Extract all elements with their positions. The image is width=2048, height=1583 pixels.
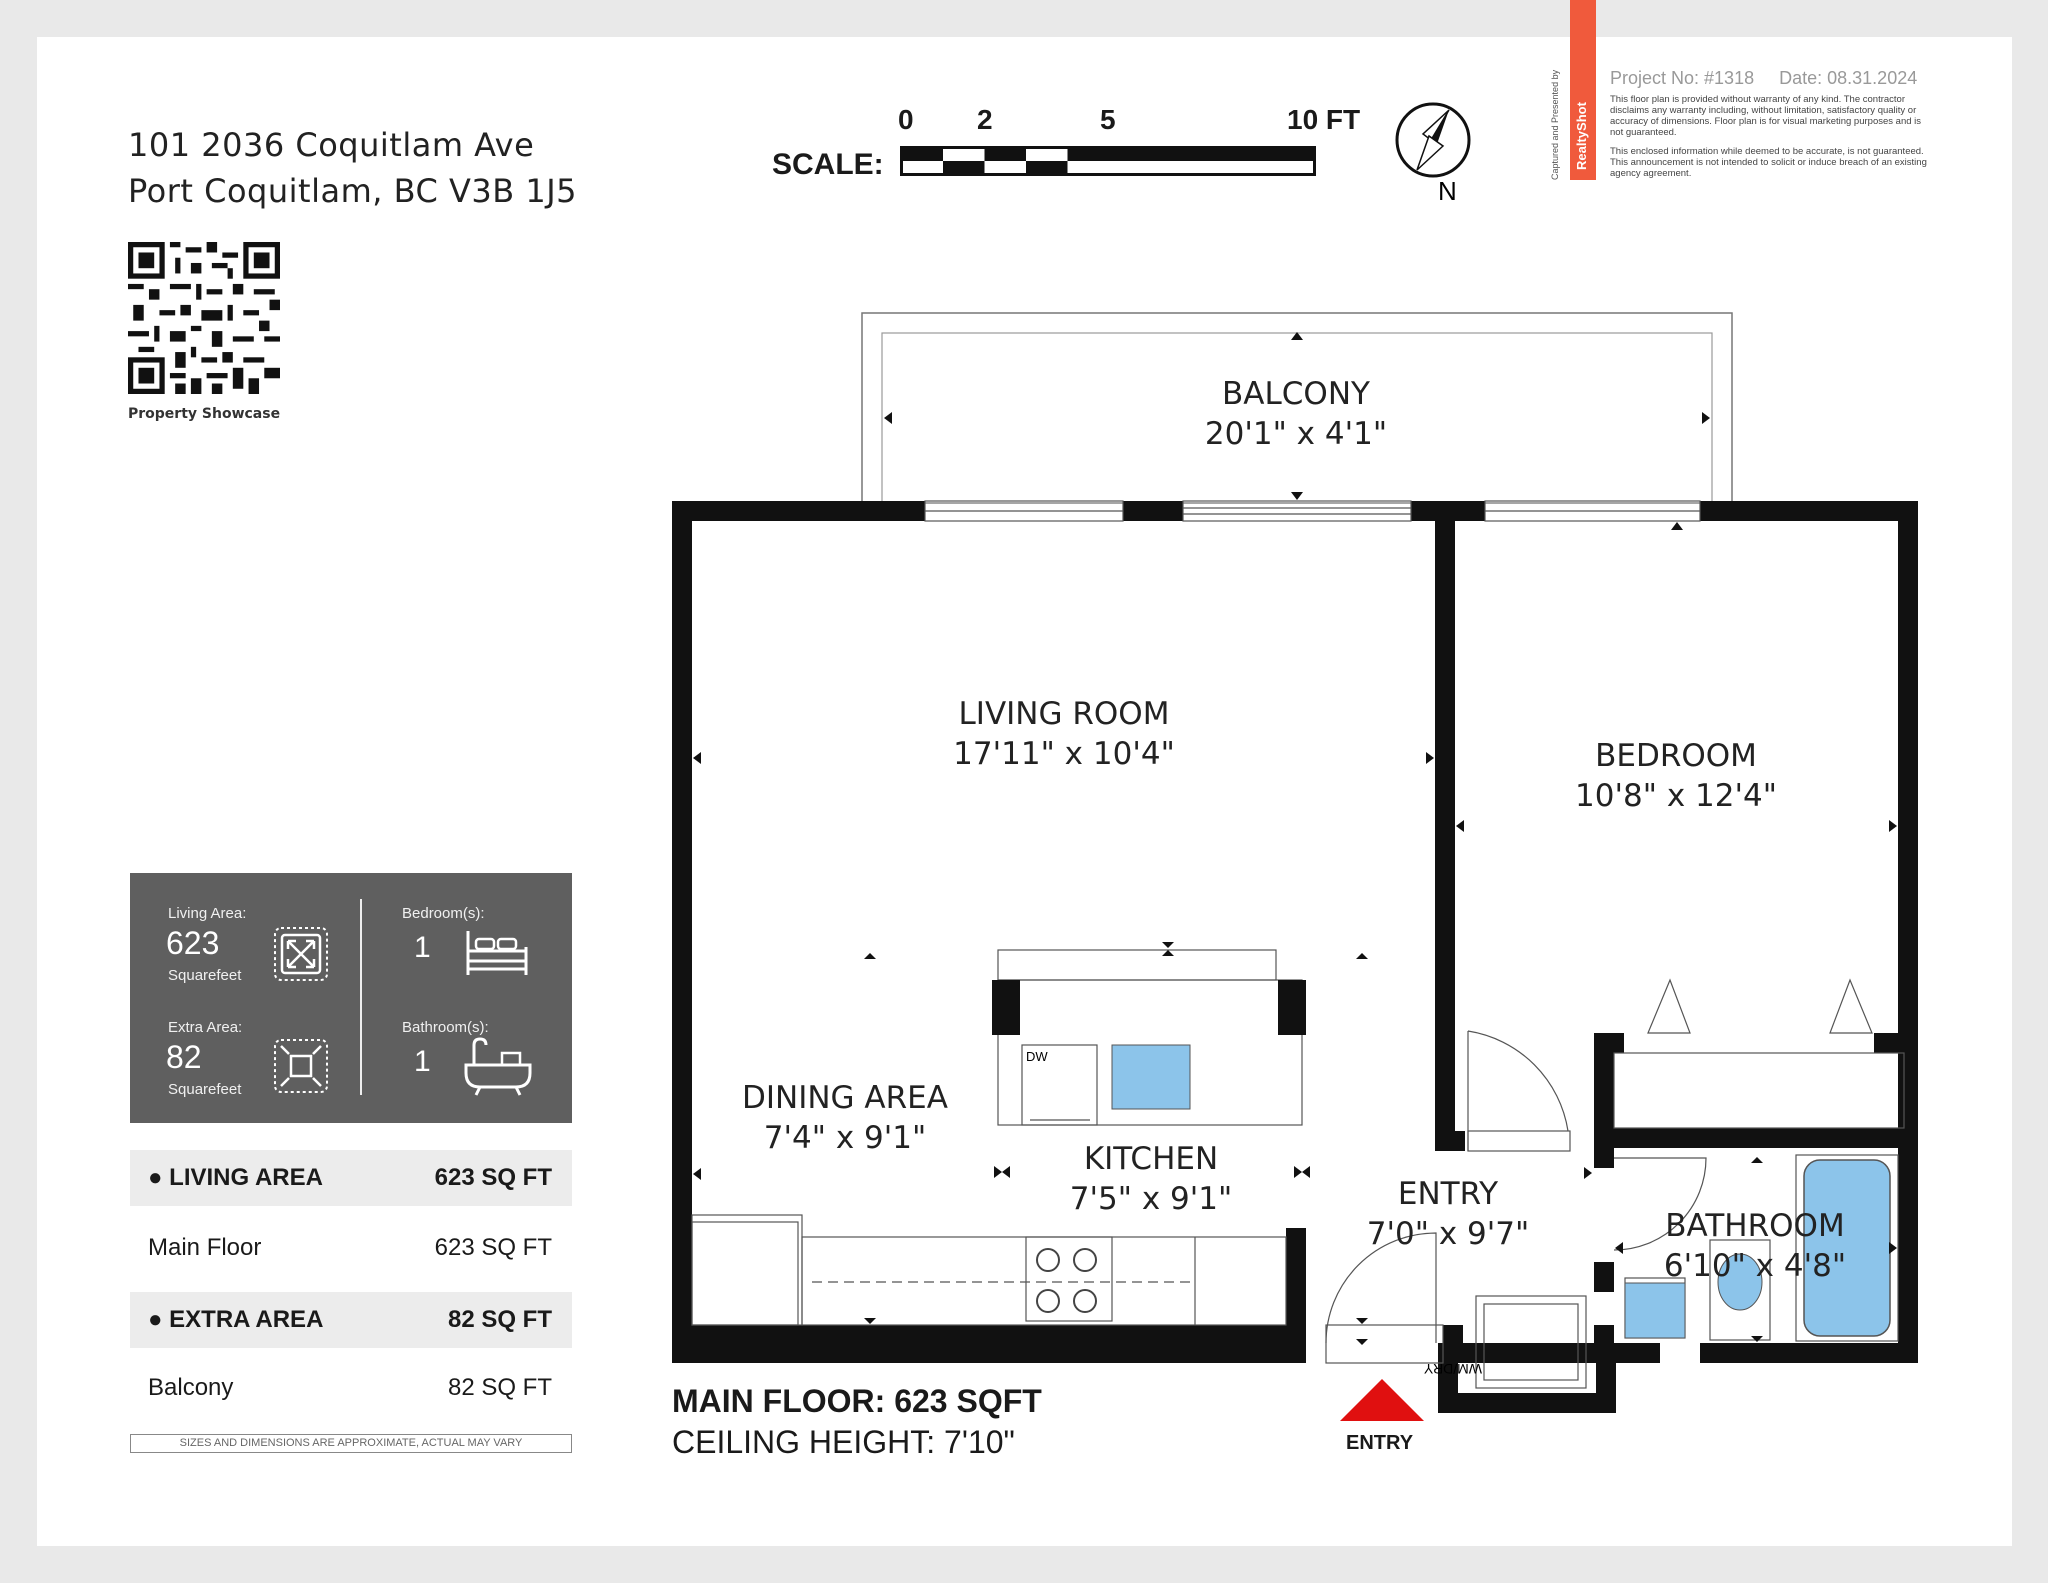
dishwasher-label: DW [1026,1049,1048,1064]
project-info: Project No: #1318 Date: 08.31.2024 [1610,68,1917,89]
qr-caption: Property Showcase [128,406,281,422]
ceiling-height: CEILING HEIGHT: 7'10" [672,1424,1015,1460]
room-dimensions: 6'10" x 4'8" [1663,1248,1847,1284]
room-name: DINING AREA [742,1080,948,1116]
bedrooms-label: Bedroom(s): [402,905,485,922]
scale-label: SCALE: [772,148,884,181]
scale-tick-0: 0 [898,104,914,135]
room-bedroom: BEDROOM 10'8" x 12'4" [1575,736,1777,816]
area-label: ● EXTRA AREA [148,1306,324,1333]
bathrooms-label: Bathroom(s): [402,1019,489,1036]
entry-label: ENTRY [1346,1432,1414,1454]
room-name: ENTRY [1397,1176,1499,1212]
scale-bar [900,146,1316,176]
extra-area-label: Extra Area: [168,1019,243,1036]
room-name: LIVING ROOM [958,696,1170,732]
address-line-1: 101 2036 Coquitlam Ave [128,126,535,164]
area-row-living-header: ● LIVING AREA 623 SQ FT [130,1150,572,1206]
room-name: BALCONY [1222,376,1370,412]
room-dimensions: 17'11" x 10'4" [953,736,1175,772]
bedrooms-value: 1 [414,931,431,964]
room-kitchen: KITCHEN 7'5" x 9'1" [1070,1139,1233,1219]
room-name: KITCHEN [1083,1141,1219,1177]
room-dining: DINING AREA 7'4" x 9'1" [742,1078,948,1158]
extra-area-value: 82 [166,1039,202,1075]
room-living: LIVING ROOM 17'11" x 10'4" [953,694,1175,774]
living-area-label: Living Area: [168,905,247,922]
property-address: 101 2036 Coquitlam Ave Port Coquitlam, B… [128,122,577,214]
expand-area-icon [274,927,328,981]
qr-code[interactable] [128,242,280,394]
room-entry: ENTRY 7'0" x 9'7" [1367,1174,1530,1254]
room-dimensions: 7'4" x 9'1" [763,1120,927,1156]
room-balcony: BALCONY 20'1" x 4'1" [1205,374,1387,454]
area-row-extra-header: ● EXTRA AREA 82 SQ FT [130,1292,572,1348]
bathrooms-value: 1 [414,1045,431,1078]
area-value: 82 SQ FT [447,1374,552,1401]
project-number: Project No: #1318 [1610,68,1755,88]
extra-area-unit: Squarefeet [168,1081,242,1098]
area-label: Balcony [148,1374,234,1401]
washer-dryer-label: WM/DRY [1423,1361,1482,1377]
room-dimensions: 10'8" x 12'4" [1575,778,1777,814]
scale-tick-2: 2 [977,104,993,135]
project-date: Date: 08.31.2024 [1779,68,1918,88]
north-compass-icon: N [1395,102,1471,204]
room-dimensions: 7'0" x 9'7" [1366,1216,1530,1252]
living-area-unit: Squarefeet [168,967,242,984]
room-dimensions: 20'1" x 4'1" [1204,416,1388,452]
approximate-note: SIZES AND DIMENSIONS ARE APPROXIMATE, AC… [130,1434,572,1453]
address-line-2: Port Coquitlam, BC V3B 1J5 [128,172,578,210]
scale-tick-5: 5 [1100,104,1116,135]
area-row-balcony: Balcony 82 SQ FT [130,1360,572,1416]
brand-tab: RealtyShot [1570,0,1596,180]
disclaimer-2: This enclosed information while deemed t… [1610,146,1927,179]
room-dimensions: 7'5" x 9'1" [1069,1181,1233,1217]
area-value: 82 SQ FT [447,1306,552,1333]
scale-tick-10: 10 FT [1287,104,1361,135]
stats-divider [360,899,362,1095]
room-name: BEDROOM [1595,738,1757,774]
area-row-main-floor: Main Floor 623 SQ FT [130,1220,572,1276]
entry-arrow-icon [1340,1379,1424,1421]
disclaimer-1: This floor plan is provided without warr… [1610,94,1922,138]
living-area-value: 623 [166,925,220,961]
area-label: ● LIVING AREA [148,1164,323,1191]
property-stats-panel: Living Area: 623 Squarefeet Extra Area: … [130,873,572,1123]
room-bathroom: BATHROOM 6'10" x 4'8" [1664,1206,1846,1286]
compass-n-label: N [1438,176,1457,204]
bathtub-icon [464,1037,532,1096]
disclaimer: This floor plan is provided without warr… [1610,94,1930,179]
area-label: Main Floor [148,1234,262,1261]
room-name: BATHROOM [1665,1208,1845,1244]
main-floor-area: MAIN FLOOR: 623 SQFT [672,1383,1042,1419]
bed-icon [466,931,528,975]
area-value: 623 SQ FT [434,1164,552,1191]
compress-area-icon [274,1039,328,1093]
area-value: 623 SQ FT [434,1234,552,1261]
